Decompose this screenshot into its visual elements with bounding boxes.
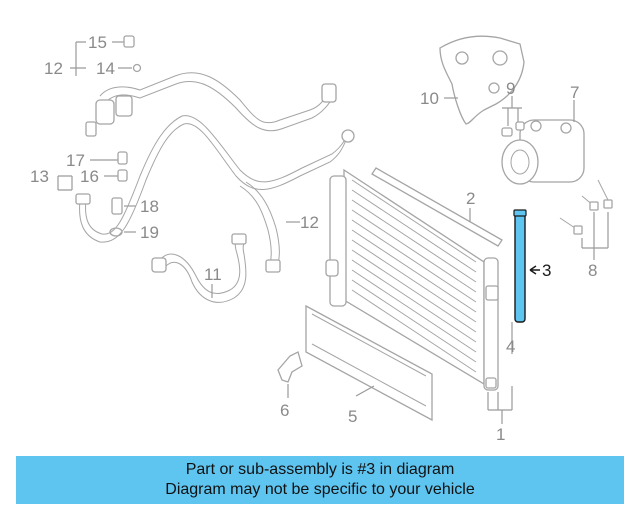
part-17-service-valve (117, 151, 128, 165)
part-2-seal-strip: 2 (371, 167, 503, 247)
callout-9: 9 (506, 79, 515, 98)
callout-13: 13 (30, 167, 49, 186)
part-4-receiver-drier: 4 (506, 322, 515, 356)
callout-7: 7 (570, 83, 579, 102)
callout-2: 2 (466, 189, 475, 208)
part-14-o-ring (132, 63, 142, 73)
callout-10: 10 (420, 89, 439, 108)
callout-15: 15 (88, 33, 107, 52)
callout-3: 3 (542, 261, 551, 280)
callout-12-top: 12 (44, 59, 63, 78)
part-11-discharge-hose: 11 (151, 233, 247, 303)
callout-12-mid: 12 (300, 213, 319, 232)
part-16-valve-core (117, 169, 128, 182)
callout-1: 1 (496, 425, 505, 444)
part-13-suction-line (75, 115, 355, 243)
callout-19: 19 (140, 223, 159, 242)
part-7-ac-compressor: 7 (501, 83, 585, 185)
callout-11: 11 (204, 265, 222, 284)
part-12-middle-hose: 12 (239, 181, 319, 273)
part-15-valve-cap (123, 35, 135, 48)
part-18-pressure-sensor (111, 197, 123, 215)
callout-6: 6 (280, 401, 289, 420)
banner-line-part: Part or sub-assembly is #3 in diagram (185, 461, 455, 478)
part-1-condenser: 1 (325, 168, 513, 444)
part-19-o-ring (109, 227, 123, 237)
part-6-bracket: 6 (277, 351, 303, 420)
callout-16: 16 (80, 167, 99, 186)
callout-group-8-bolts: 8 (559, 179, 613, 280)
callout-4: 4 (506, 337, 515, 356)
info-banner: Part or sub-assembly is #3 in diagram Di… (16, 456, 624, 504)
exploded-parts-diagram: 15 14 12 13 17 16 18 (30, 33, 613, 444)
callout-14: 14 (96, 59, 115, 78)
callout-5: 5 (348, 407, 357, 426)
callout-group-13-16-19: 13 17 16 18 19 (30, 151, 159, 242)
callout-17: 17 (66, 151, 85, 170)
callout-group-9: 9 (501, 79, 525, 137)
callout-group-12-14-15: 15 14 12 (44, 33, 142, 78)
callout-8: 8 (588, 261, 597, 280)
part-12-upper-hose (85, 72, 337, 137)
part-10-compressor-bracket: 10 (420, 35, 525, 125)
banner-line-disclaimer: Diagram may not be specific to your vehi… (165, 481, 475, 498)
callout-18: 18 (140, 197, 159, 216)
part-3-highlighted: 3 (513, 209, 551, 323)
part-5-air-guide: 5 (305, 304, 433, 426)
